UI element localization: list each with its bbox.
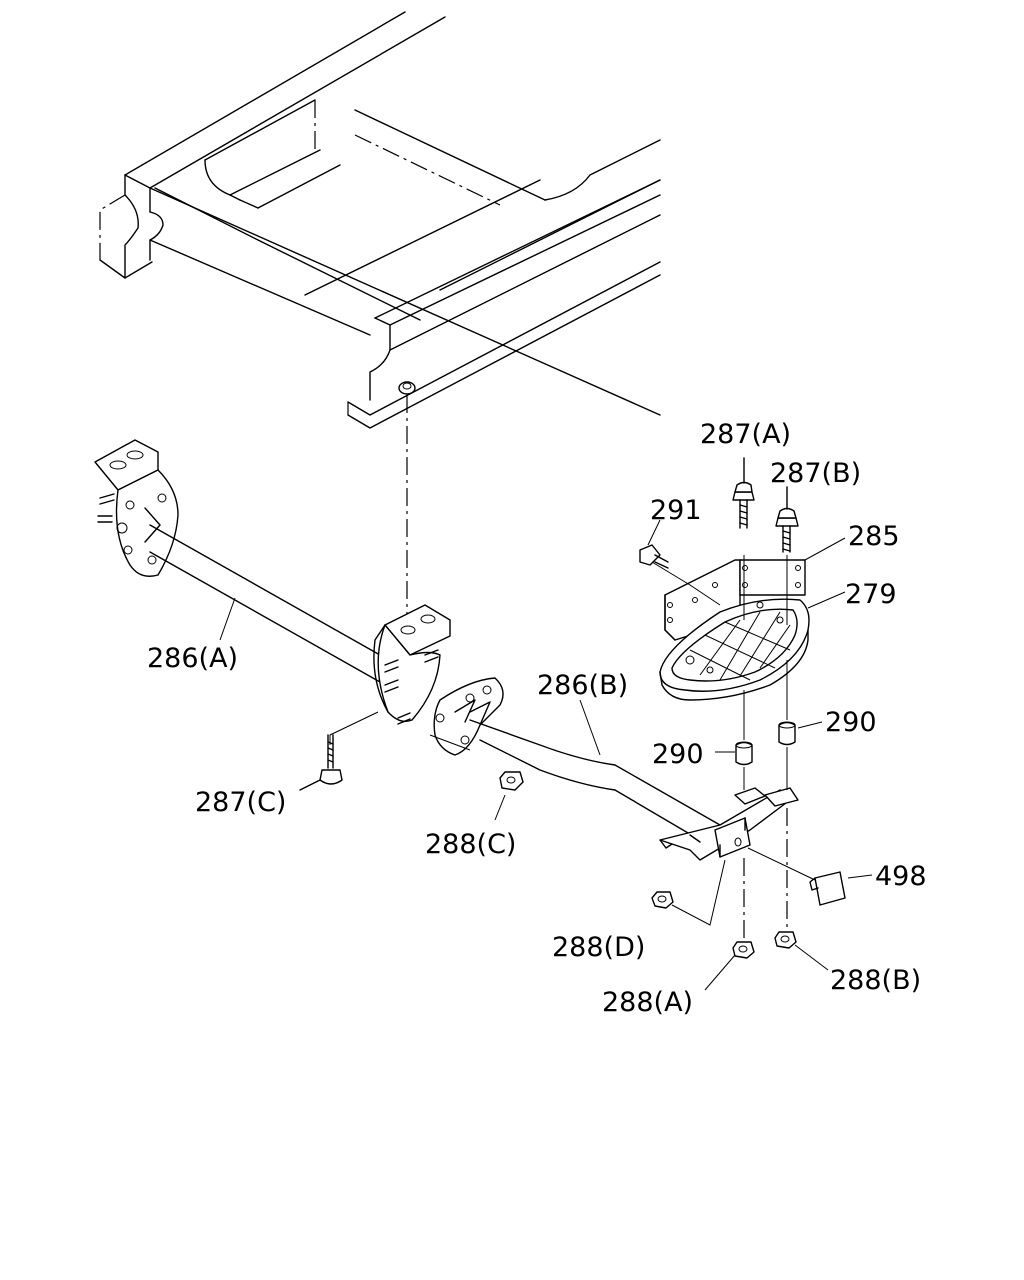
label-287a: 287(A) bbox=[700, 419, 791, 450]
label-290-left: 290 bbox=[652, 739, 704, 770]
chassis-frame bbox=[99, 11, 661, 429]
bracket-bar-286b bbox=[429, 677, 799, 926]
nut-288d bbox=[651, 891, 674, 909]
spacer-290-right bbox=[778, 660, 823, 790]
bolt-287a bbox=[732, 457, 755, 620]
label-288a: 288(A) bbox=[602, 987, 693, 1018]
label-279: 279 bbox=[845, 579, 897, 610]
nut-288a bbox=[704, 941, 755, 991]
label-498: 498 bbox=[875, 861, 927, 892]
cap-498 bbox=[747, 847, 873, 906]
bracket-bar-286a bbox=[94, 439, 451, 745]
bolt-287c bbox=[299, 734, 343, 791]
label-287b: 287(B) bbox=[770, 458, 861, 489]
label-288b: 288(B) bbox=[830, 965, 921, 996]
bolt-291 bbox=[639, 519, 669, 569]
part-labels: 279 285 286(A) 286(B) 287(A) 287(B) 287(… bbox=[147, 419, 927, 1018]
label-287c: 287(C) bbox=[195, 787, 286, 818]
nut-288c bbox=[494, 771, 524, 821]
step-assembly bbox=[651, 537, 846, 701]
label-288d: 288(D) bbox=[552, 932, 645, 963]
bolt-287b bbox=[775, 486, 799, 625]
spacer-290-left bbox=[715, 690, 753, 790]
label-286b: 286(B) bbox=[537, 670, 628, 701]
label-288c: 288(C) bbox=[425, 829, 516, 860]
label-291: 291 bbox=[650, 495, 702, 526]
label-290-right: 290 bbox=[825, 707, 877, 738]
label-286a: 286(A) bbox=[147, 643, 238, 674]
nut-288b bbox=[774, 931, 829, 971]
label-285: 285 bbox=[848, 521, 900, 552]
